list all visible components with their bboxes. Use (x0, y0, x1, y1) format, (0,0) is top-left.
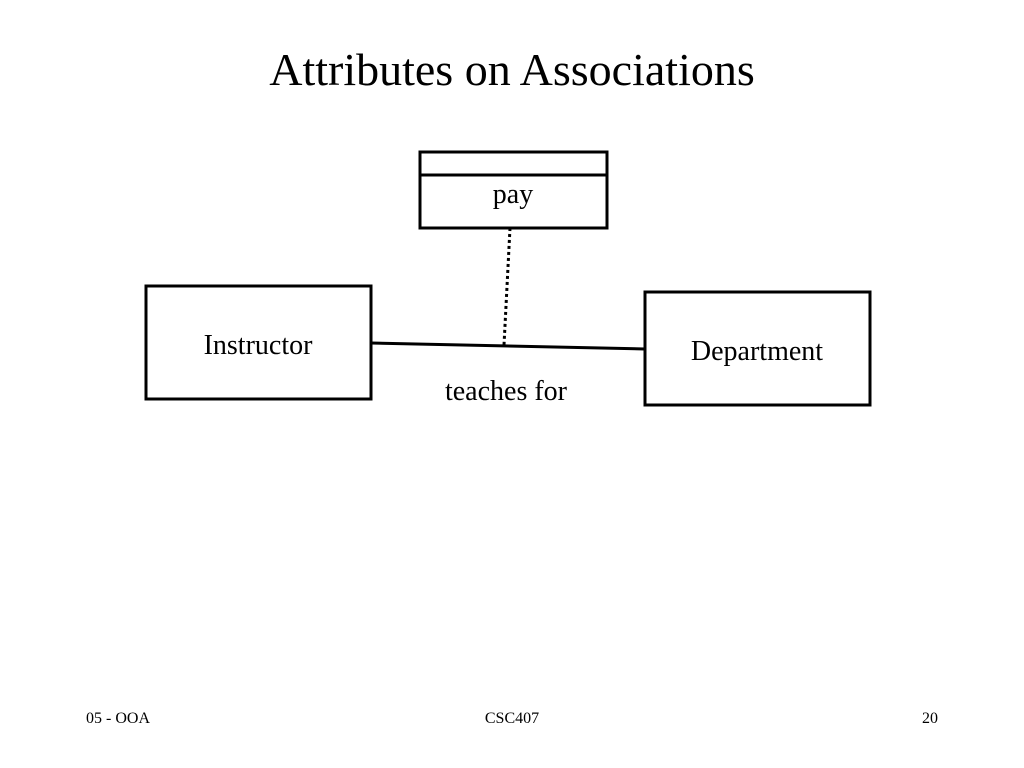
class-instructor-label: Instructor (204, 330, 314, 361)
footer-page-number: 20 (922, 710, 938, 727)
class-instructor: Instructor (144, 284, 373, 401)
association-class-attribute: pay (493, 179, 533, 210)
slide-title: Attributes on Associations (269, 44, 755, 95)
class-department-label: Department (691, 336, 823, 367)
association-class: pay (418, 150, 609, 230)
association-line (370, 341, 646, 351)
association-class-link (502, 227, 512, 346)
footer-course-code: CSC407 (484, 710, 540, 727)
class-department: Department (643, 290, 872, 407)
class-instructor-box (144, 284, 373, 401)
footer-section-label: 05 - OOA (86, 710, 150, 727)
association-class-box (418, 150, 609, 230)
association-label: teaches for (445, 376, 568, 407)
